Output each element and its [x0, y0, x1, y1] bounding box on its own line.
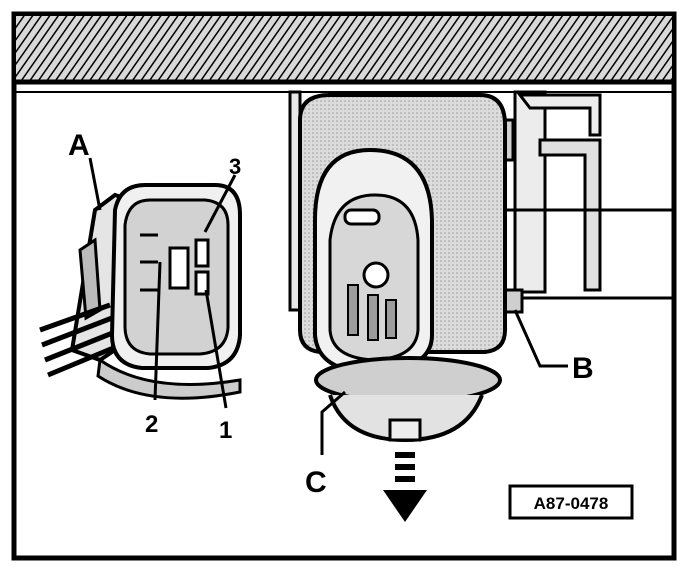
hatched-wall [16, 16, 672, 82]
sensor-illustration [298, 93, 507, 443]
leader-lines [88, 157, 568, 455]
reference-code: A87-0478 [534, 494, 609, 513]
callout-3: 3 [229, 154, 241, 179]
callout-a: A [68, 129, 90, 162]
connector-illustration [39, 183, 242, 400]
reference-code-box: A87-0478 [508, 484, 634, 520]
callout-1: 1 [219, 417, 232, 444]
callout-2: 2 [145, 411, 158, 438]
callout-b: B [572, 352, 594, 385]
bracket-illustration [288, 90, 672, 314]
callout-c: C [305, 466, 327, 499]
downward-arrow-icon [383, 452, 427, 522]
